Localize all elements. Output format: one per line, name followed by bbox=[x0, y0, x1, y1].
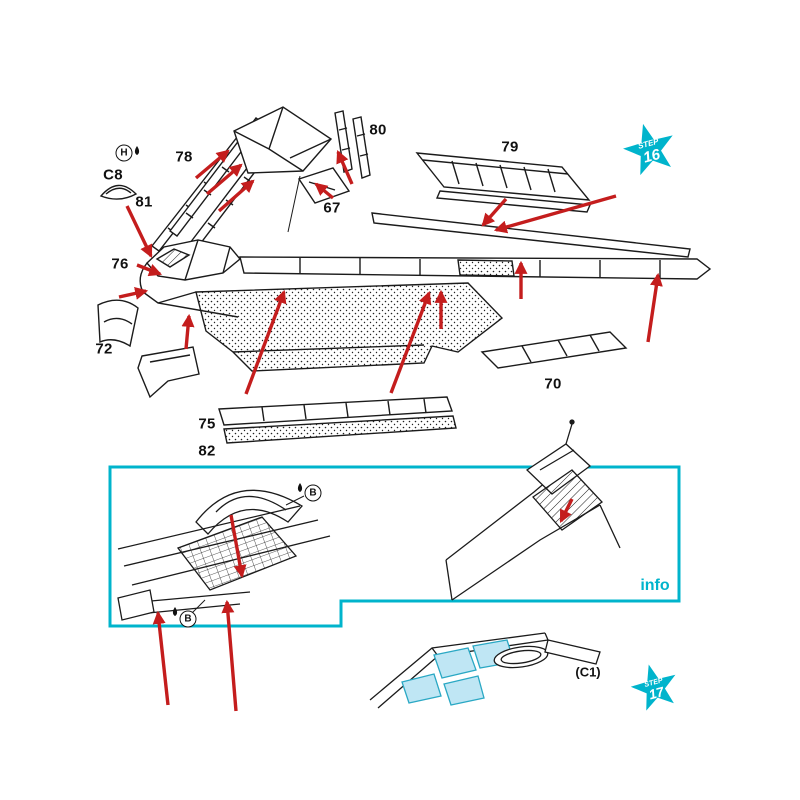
sensor-dome-c8 bbox=[99, 184, 138, 200]
info-detail-left bbox=[117, 489, 331, 621]
part-label-82: 82 bbox=[198, 442, 216, 460]
c1-label: (C1) bbox=[575, 664, 601, 680]
part-75-strip bbox=[218, 396, 453, 426]
step-star-17: STEP 17 bbox=[613, 646, 697, 730]
part-label-76: 76 bbox=[111, 255, 129, 273]
windscreen-67 bbox=[297, 167, 351, 204]
underside-panel bbox=[195, 282, 504, 372]
star-icon bbox=[623, 123, 673, 176]
upper-wing-panel bbox=[371, 212, 691, 258]
star-icon bbox=[630, 664, 676, 711]
info-detail-right bbox=[445, 419, 621, 601]
part-82-strip bbox=[223, 415, 457, 444]
callout-h: H bbox=[115, 144, 133, 162]
part-72-piece bbox=[97, 299, 139, 348]
canopy-part bbox=[233, 106, 333, 233]
part-label-80: 80 bbox=[369, 121, 387, 139]
part-label-79: 79 bbox=[501, 138, 519, 156]
step-number: 16 bbox=[641, 146, 662, 167]
part-70-panel bbox=[480, 331, 628, 369]
info-label: info bbox=[640, 577, 670, 594]
part-label-75: 75 bbox=[198, 415, 216, 433]
part-label-70: 70 bbox=[544, 375, 562, 393]
glue-drop-icons bbox=[134, 146, 303, 616]
part-label-67: 67 bbox=[323, 199, 341, 217]
part-label-c8: C8 bbox=[103, 166, 123, 184]
callout-b-1: B bbox=[304, 484, 322, 502]
part-label-78: 78 bbox=[175, 148, 193, 166]
step-star-16: STEP 16 bbox=[608, 108, 692, 192]
callout-b-2: B bbox=[179, 610, 197, 628]
part-label-81: 81 bbox=[135, 193, 153, 211]
step-number: 17 bbox=[647, 684, 667, 703]
part-label-72: 72 bbox=[95, 340, 113, 358]
canopy-frames-diagram bbox=[369, 632, 601, 709]
wing-leading-edge bbox=[239, 256, 712, 280]
part-80-strips bbox=[334, 110, 371, 179]
part-79-panel bbox=[415, 152, 592, 213]
wing-glove-piece bbox=[137, 346, 200, 399]
info-box-border bbox=[108, 465, 681, 628]
assembly-arrows bbox=[118, 149, 663, 712]
